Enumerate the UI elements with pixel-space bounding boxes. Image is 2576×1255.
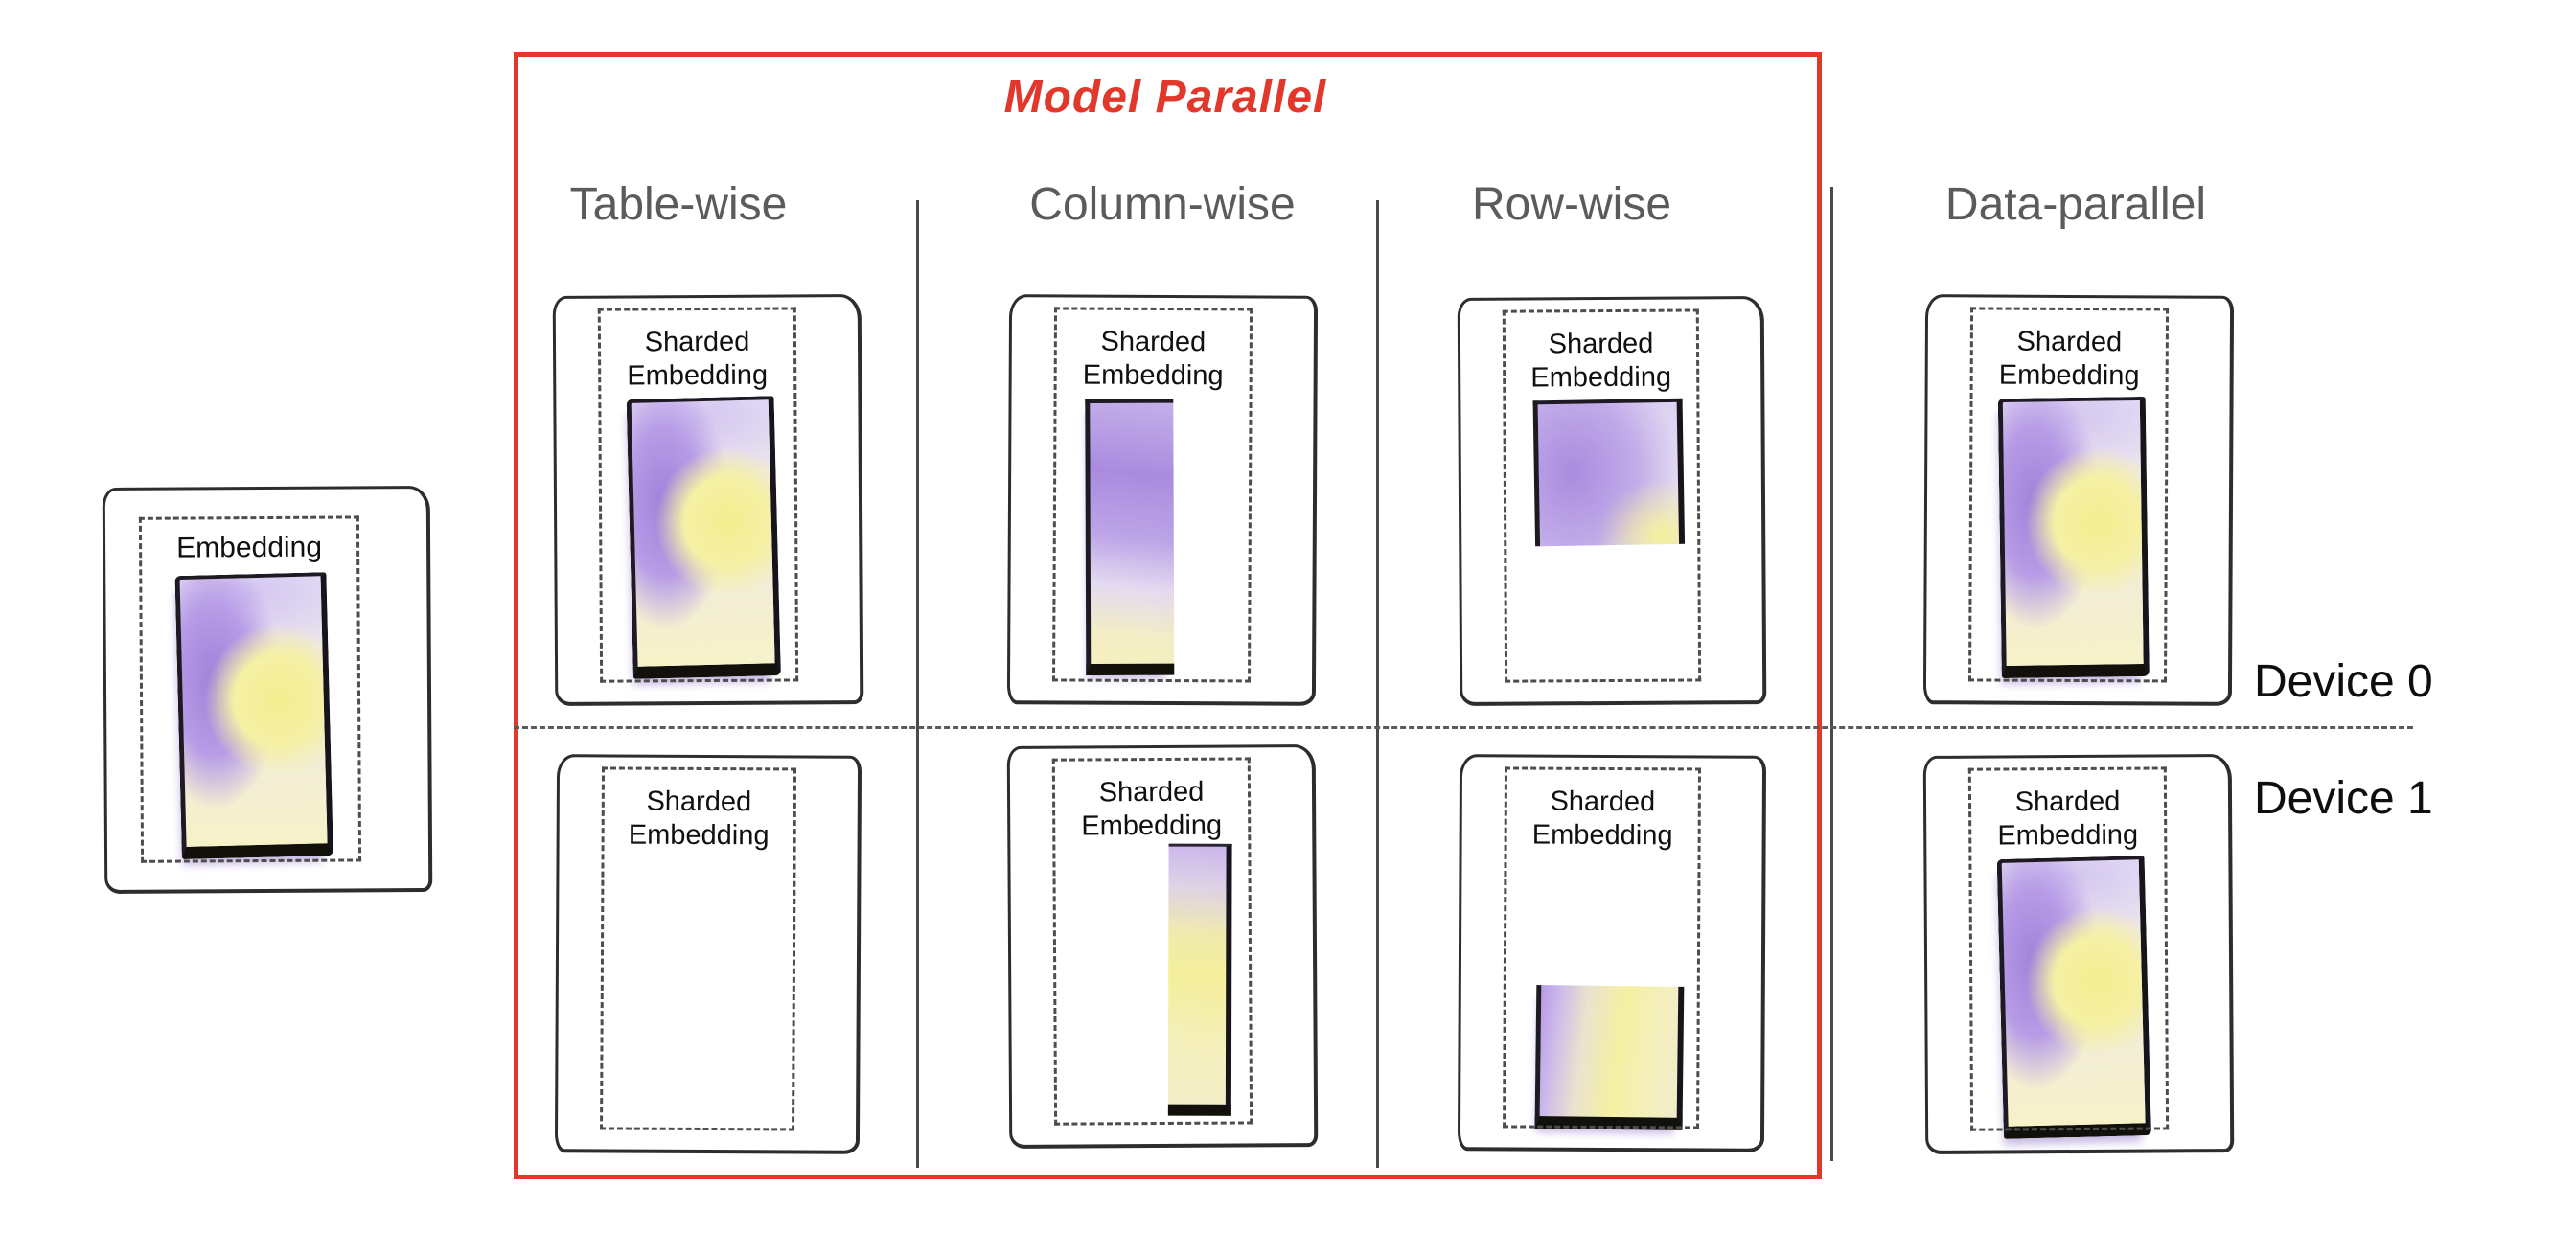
row-wise-device1-sheet: Sharded Embedding — [1457, 754, 1767, 1152]
divider-row-dataparallel — [1830, 187, 1833, 1161]
column-header-data-parallel: Data-parallel — [1944, 179, 2207, 230]
sharded-embedding-label: Sharded Embedding — [1081, 776, 1223, 842]
embedding-page: Embedding — [102, 485, 433, 895]
column-wise-device1-sheet: Sharded Embedding — [1006, 744, 1319, 1149]
column-header-row-wise: Row-wise — [1471, 179, 1672, 230]
sharded-dashed-outline: Sharded Embedding — [600, 766, 797, 1131]
row-wise-device0-sheet: Sharded Embedding — [1457, 296, 1767, 706]
data-parallel-device0-sheet: Sharded Embedding — [1922, 294, 2235, 706]
device-divider-line — [514, 726, 2413, 729]
device0-label: Device 0 — [2254, 656, 2433, 707]
embedding-label: Embedding — [176, 531, 323, 564]
sharded-embedding-tensor — [1996, 856, 2151, 1139]
sharded-embedding-tensor — [626, 396, 781, 679]
sharded-embedding-label: Sharded Embedding — [1997, 786, 2139, 852]
sharded-embedding-label: Sharded Embedding — [627, 326, 769, 392]
table-wise-device1-sheet: Sharded Embedding — [554, 754, 862, 1154]
embedding-tensor — [174, 572, 334, 860]
model-parallel-title: Model Parallel — [1003, 72, 1327, 123]
sharded-embedding-tensor — [1532, 398, 1686, 547]
sharded-embedding-tensor — [1167, 843, 1232, 1116]
column-header-table-wise: Table-wise — [569, 179, 788, 230]
model-parallel-box — [514, 52, 1822, 1179]
divider-table-column — [916, 200, 919, 1168]
sharded-embedding-tensor — [1997, 396, 2150, 679]
table-wise-device0-sheet: Sharded Embedding — [552, 294, 864, 706]
sharded-embedding-label: Sharded Embedding — [1530, 328, 1672, 394]
column-header-column-wise: Column-wise — [1029, 179, 1296, 230]
sharded-embedding-tensor — [1534, 985, 1685, 1130]
divider-column-row — [1376, 200, 1379, 1168]
data-parallel-device1-sheet: Sharded Embedding — [1922, 754, 2235, 1154]
sharded-embedding-label: Sharded Embedding — [1082, 326, 1224, 392]
sharded-embedding-label: Sharded Embedding — [628, 786, 770, 852]
sharded-embedding-label: Sharded Embedding — [1531, 786, 1673, 852]
device1-label: Device 1 — [2254, 773, 2433, 824]
column-wise-device0-sheet: Sharded Embedding — [1006, 294, 1319, 706]
sharded-embedding-label: Sharded Embedding — [1998, 326, 2140, 392]
sharded-embedding-tensor — [1085, 399, 1175, 675]
